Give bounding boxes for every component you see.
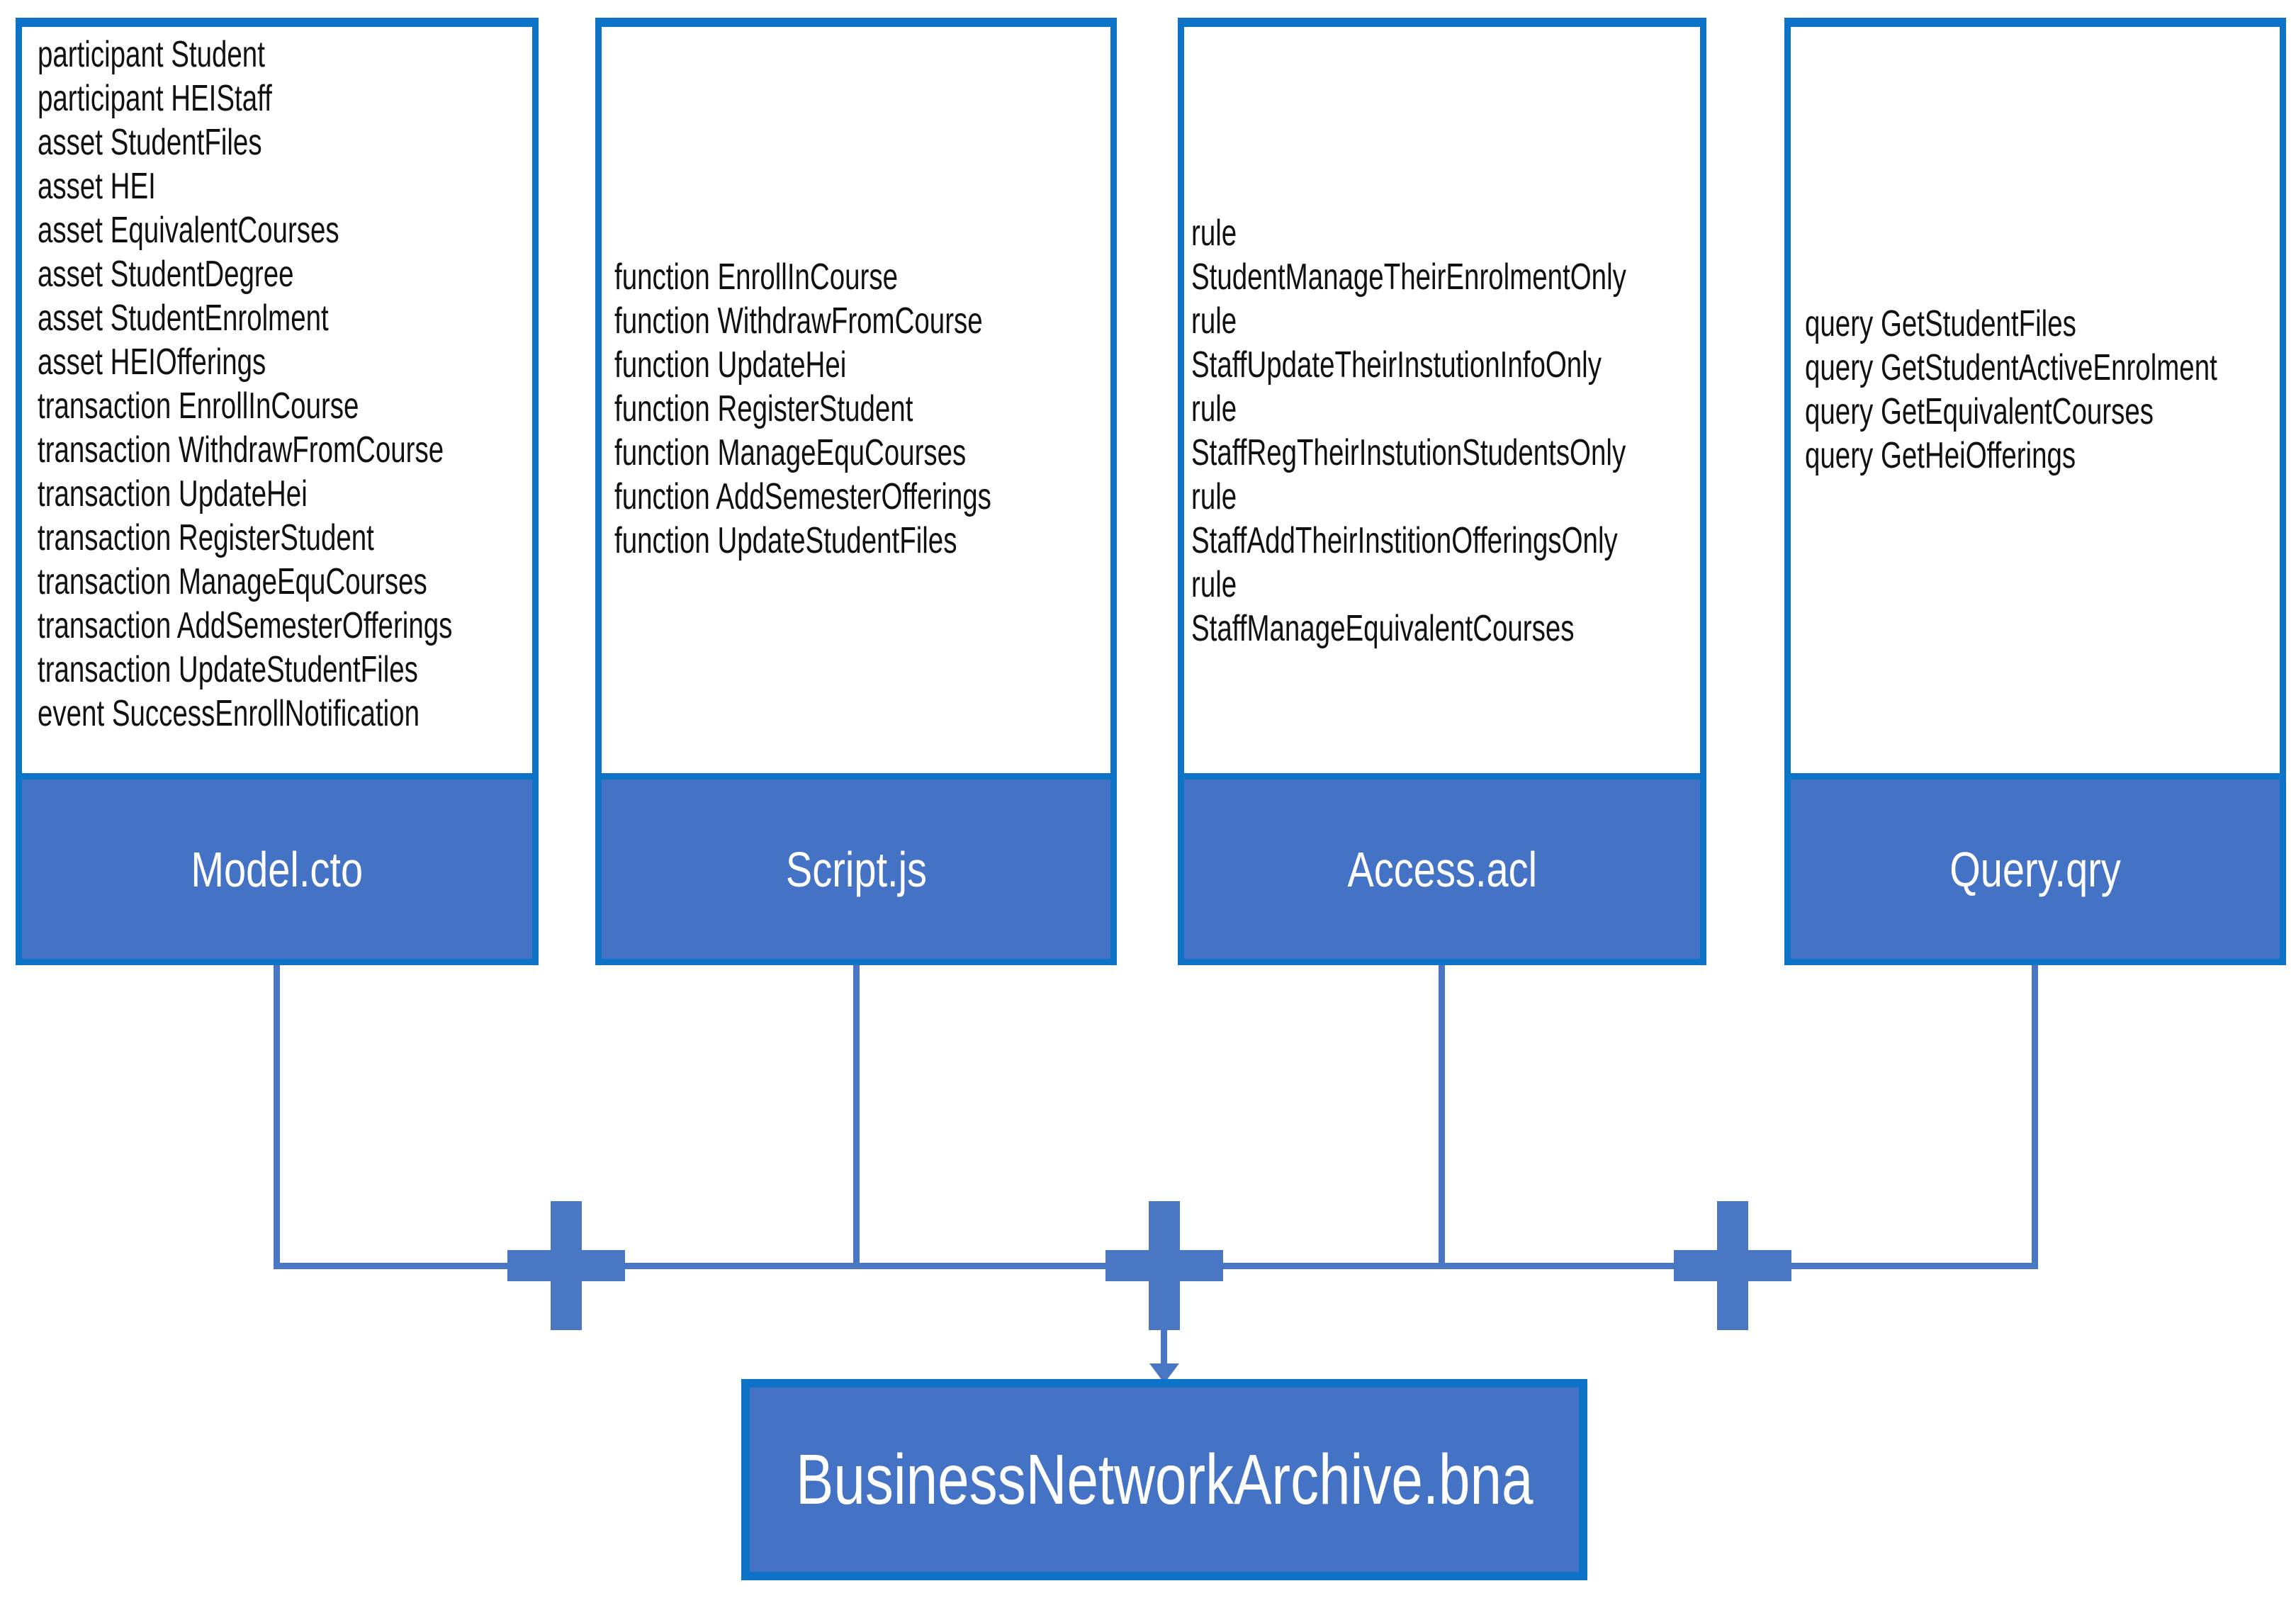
query-title-bar: Query.qry	[1791, 773, 2280, 959]
list-line: transaction RegisterStudent	[38, 517, 374, 558]
list-line: transaction AddSemesterOfferings	[38, 605, 453, 646]
list-line: rule	[1191, 564, 1237, 605]
connector-stub-model	[274, 965, 280, 1269]
list-line: transaction EnrollInCourse	[38, 386, 359, 427]
list-line: participant HEIStaff	[38, 78, 272, 119]
plus-icon	[507, 1201, 625, 1330]
list-line: rule	[1191, 476, 1237, 517]
plus-icon	[1674, 1201, 1791, 1330]
list-line: function RegisterStudent	[614, 388, 913, 429]
list-line: function UpdateHei	[614, 344, 847, 386]
list-line: StaffManageEquivalentCourses	[1191, 608, 1575, 649]
connector-stub-query	[2032, 965, 2038, 1269]
list-line: rule	[1191, 388, 1237, 429]
list-line: StaffAddTheirInstitionOfferingsOnly	[1191, 520, 1618, 561]
list-line: participant Student	[38, 34, 265, 75]
list-line: function AddSemesterOfferings	[614, 476, 991, 517]
list-line: rule	[1191, 213, 1237, 254]
list-line: StaffUpdateTheirInstutionInfoOnly	[1191, 344, 1602, 386]
plus-icon	[1105, 1201, 1223, 1330]
script-title-bar: Script.js	[602, 773, 1110, 959]
list-line: transaction UpdateHei	[38, 473, 308, 514]
list-line: query GetEquivalentCourses	[1805, 391, 2154, 432]
model-title-bar: Model.cto	[22, 773, 532, 959]
list-line: query GetStudentFiles	[1805, 303, 2076, 344]
list-line: asset StudentFiles	[38, 122, 262, 163]
list-line: function UpdateStudentFiles	[614, 520, 957, 561]
list-line: function EnrollInCourse	[614, 257, 898, 298]
output-box-bna: BusinessNetworkArchive.bna	[741, 1379, 1587, 1580]
model-title: Model.cto	[191, 841, 364, 897]
list-line: transaction WithdrawFromCourse	[38, 429, 444, 471]
list-line: transaction ManageEquCourses	[38, 561, 427, 602]
list-line: function ManageEquCourses	[614, 432, 967, 473]
output-label: BusinessNetworkArchive.bna	[795, 1439, 1534, 1519]
list-line: asset EquivalentCourses	[38, 210, 339, 251]
list-line: query GetStudentActiveEnrolment	[1805, 347, 2217, 388]
connector-stub-access	[1439, 965, 1445, 1269]
list-line: rule	[1191, 300, 1237, 342]
list-line: event SuccessEnrollNotification	[38, 693, 420, 734]
list-line: query GetHeiOfferings	[1805, 435, 2076, 476]
list-line: asset HEIOfferings	[38, 342, 266, 383]
query-title: Query.qry	[1949, 841, 2121, 897]
list-line: asset StudentEnrolment	[38, 298, 329, 339]
arrow-stem	[1161, 1329, 1167, 1364]
script-title: Script.js	[785, 841, 927, 897]
access-title: Access.acl	[1347, 841, 1537, 897]
connector-stub-script	[853, 965, 860, 1269]
list-line: asset HEI	[38, 166, 156, 207]
list-line: function WithdrawFromCourse	[614, 300, 983, 342]
list-line: StudentManageTheirEnrolmentOnly	[1191, 257, 1626, 298]
list-line: StaffRegTheirInstutionStudentsOnly	[1191, 432, 1626, 473]
list-line: transaction UpdateStudentFiles	[38, 649, 418, 690]
access-title-bar: Access.acl	[1184, 773, 1700, 959]
list-line: asset StudentDegree	[38, 254, 294, 295]
